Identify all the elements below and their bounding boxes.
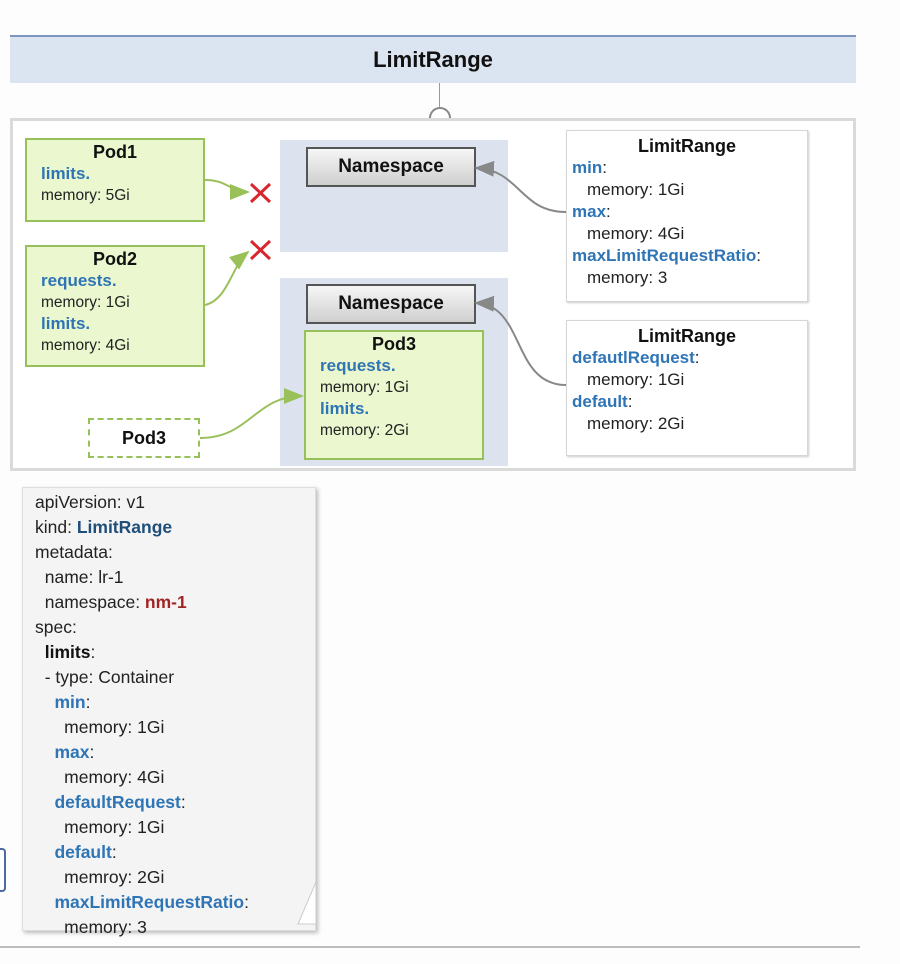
namespace-1-label: Namespace xyxy=(306,147,476,187)
yaml-min: min xyxy=(54,692,86,712)
pod3-limits-key: limits xyxy=(320,399,365,418)
lr1-min-key: min xyxy=(572,158,603,177)
pod1-title: Pod1 xyxy=(92,142,137,162)
pod3-limits-memory: memory: 2Gi xyxy=(320,422,409,439)
lr2-defaultrequest-value: memory: 1Gi xyxy=(587,370,685,389)
yaml-spec: spec: xyxy=(35,617,77,637)
pod3-box: Pod3 requests. memory: 1Gi limits. memor… xyxy=(304,330,484,460)
pod1-box: Pod1 limits. memory: 5Gi xyxy=(25,138,205,222)
yaml-defaultrequest-value: memory: 1Gi xyxy=(35,817,165,837)
pod3-requests-key: requests xyxy=(320,356,391,375)
limitrange-2-box: LimitRange defautlRequest: memory: 1Gi d… xyxy=(566,320,808,456)
limitrange-1-title: LimitRange xyxy=(637,136,736,156)
reject-x-icon-2 xyxy=(249,239,272,261)
yaml-type: - type: Container xyxy=(35,667,175,687)
limitrange-title: LimitRange xyxy=(10,35,856,83)
yaml-max-value: memory: 4Gi xyxy=(35,767,165,787)
reject-x-icon-1 xyxy=(249,182,272,204)
pod3-title: Pod3 xyxy=(371,334,416,354)
yaml-min-value: memory: 1Gi xyxy=(35,717,165,737)
yaml-note-fold xyxy=(297,881,317,925)
yaml-defaultrequest: defaultRequest xyxy=(54,792,181,812)
pod1-arrow xyxy=(204,179,250,200)
yaml-kind-key: kind: xyxy=(35,517,77,537)
left-edge-bracket xyxy=(0,848,6,892)
lr1-ratio-value: memory: 3 xyxy=(587,268,668,287)
lr1-ratio-key: maxLimitRequestRatio xyxy=(572,246,757,265)
pod2-title: Pod2 xyxy=(92,249,137,269)
footer-divider xyxy=(0,946,860,948)
yaml-ratio: maxLimitRequestRatio xyxy=(54,892,245,912)
lr2-default-value: memory: 2Gi xyxy=(587,414,685,433)
lr1-arrow xyxy=(474,160,567,213)
yaml-kind-value: LimitRange xyxy=(76,517,173,537)
yaml-default-value: memroy: 2Gi xyxy=(35,867,165,887)
yaml-ratio-value: memory: 3 xyxy=(35,917,147,937)
lr2-arrow xyxy=(474,295,567,386)
pod2-requests-key: requests xyxy=(41,271,112,290)
limitrange-1-box: LimitRange min: memory: 1Gi max: memory:… xyxy=(566,130,808,302)
pod2-arrow xyxy=(204,250,250,306)
pod2-limits-key: limits xyxy=(41,314,86,333)
yaml-apiversion: apiVersion: v1 xyxy=(35,492,145,512)
pod2-requests-memory: memory: 1Gi xyxy=(41,294,130,311)
pod3-outside-box: Pod3 xyxy=(88,418,200,458)
yaml-name: name: lr-1 xyxy=(35,567,124,587)
yaml-limits: limits xyxy=(44,642,91,662)
lr1-max-value: memory: 4Gi xyxy=(587,224,685,243)
lr1-max-key: max xyxy=(572,202,607,221)
yaml-namespace-value: nm-1 xyxy=(144,592,187,612)
lr1-min-value: memory: 1Gi xyxy=(587,180,685,199)
lr2-default-key: default xyxy=(572,392,628,411)
lr2-defaultrequest-key: defautlRequest xyxy=(572,348,695,367)
yaml-max: max xyxy=(54,742,90,762)
yaml-default: default xyxy=(54,842,112,862)
yaml-note: apiVersion: v1 kind: LimitRange metadata… xyxy=(22,487,316,937)
pod3-arrow xyxy=(199,388,304,439)
pod2-limits-memory: memory: 4Gi xyxy=(41,337,130,354)
yaml-namespace-key: namespace: xyxy=(35,592,145,612)
yaml-metadata: metadata: xyxy=(35,542,113,562)
pod1-limits-key: limits xyxy=(41,164,86,183)
title-connector xyxy=(439,83,440,110)
pod1-limits-memory: memory: 5Gi xyxy=(41,187,130,204)
pod2-box: Pod2 requests. memory: 1Gi limits. memor… xyxy=(25,245,205,367)
limitrange-2-title: LimitRange xyxy=(637,326,736,346)
namespace-2-label: Namespace xyxy=(306,284,476,324)
pod3-requests-memory: memory: 1Gi xyxy=(320,379,409,396)
